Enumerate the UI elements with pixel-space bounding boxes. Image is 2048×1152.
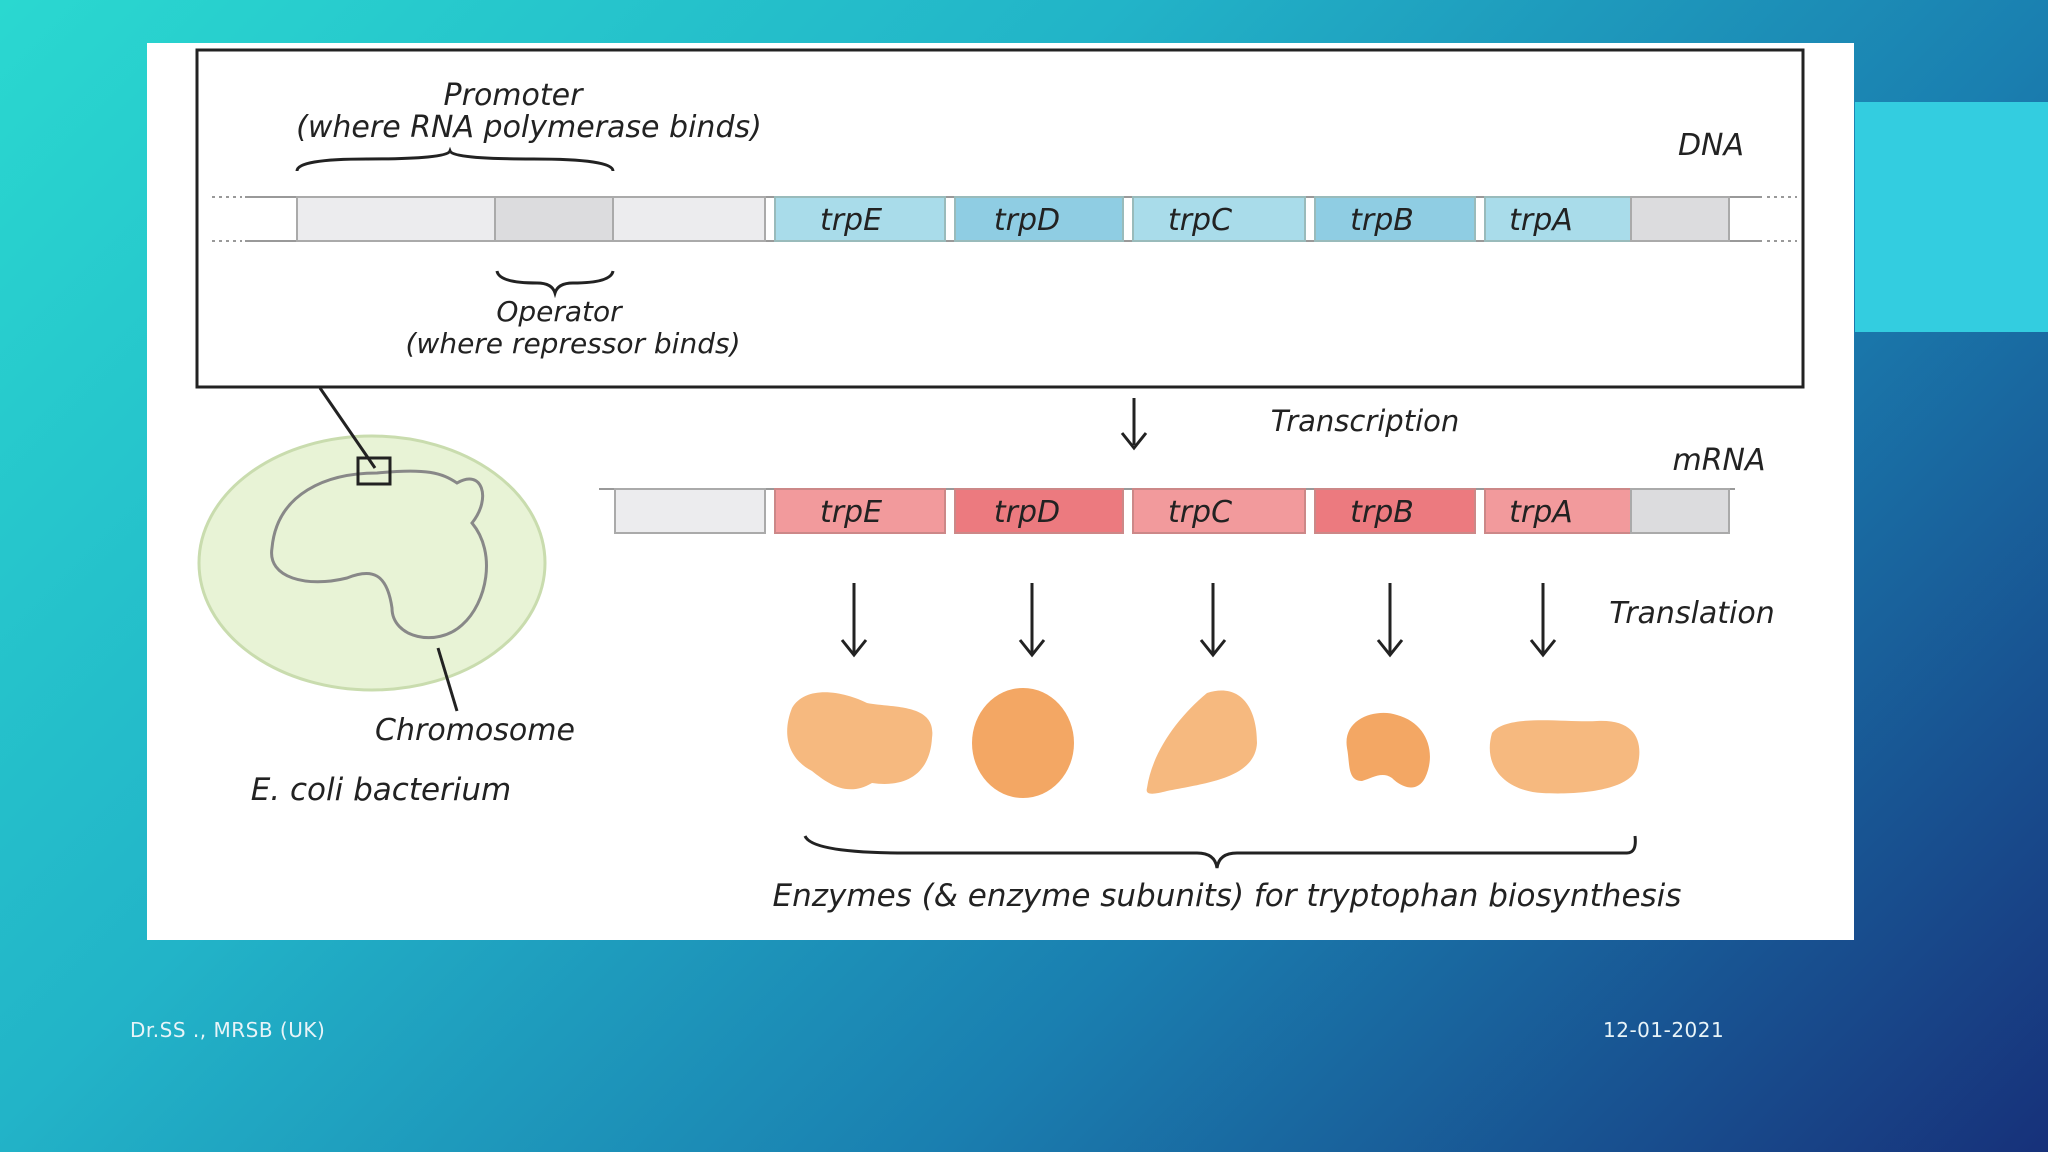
translation-arrowhead-trpE bbox=[840, 639, 868, 658]
translation-arrowhead-trpA bbox=[1529, 639, 1557, 658]
dna-leader-segment bbox=[612, 196, 766, 242]
dna-promoter-segment bbox=[296, 196, 496, 242]
zoom-pointer-line bbox=[318, 387, 377, 469]
dna-gene-trpC bbox=[1132, 196, 1306, 242]
operator-label: Operator bbox=[496, 295, 623, 328]
dna-gene-trpB bbox=[1314, 196, 1476, 242]
slide-panel: Promoter (where RNA polymerase binds) DN… bbox=[147, 43, 1854, 940]
mrna-gene-trpC bbox=[1132, 488, 1306, 534]
mrna-gene-label-trpB: trpB bbox=[1350, 495, 1414, 530]
enzyme-trpC bbox=[1146, 690, 1257, 794]
mrna-gene-trpD bbox=[954, 488, 1124, 534]
operator-note: (where repressor binds) bbox=[406, 327, 741, 360]
operator-brace bbox=[495, 270, 615, 299]
mrna-gene-label-trpE: trpE bbox=[820, 495, 882, 530]
translation-arrowhead-trpD bbox=[1018, 639, 1046, 658]
promoter-label: Promoter bbox=[444, 78, 585, 113]
dna-gene-label-trpB: trpB bbox=[1350, 203, 1414, 238]
zoom-region-box bbox=[356, 456, 392, 486]
translation-label: Translation bbox=[1609, 596, 1775, 631]
footer-date: 12-01-2021 bbox=[1603, 1018, 1725, 1042]
enzymes-label: Enzymes (& enzyme subunits) for tryptoph… bbox=[773, 878, 1682, 914]
dna-gene-label-trpD: trpD bbox=[994, 203, 1060, 238]
dna-box bbox=[195, 48, 1805, 389]
mrna-trailer-segment bbox=[1630, 488, 1730, 534]
mrna-gene-label-trpC: trpC bbox=[1168, 495, 1232, 530]
enzyme-trpB bbox=[1346, 712, 1430, 788]
mrna-label: mRNA bbox=[1672, 443, 1765, 478]
mrna-gene-trpB bbox=[1314, 488, 1476, 534]
dna-gene-trpE bbox=[774, 196, 946, 242]
dna-gene-label-trpC: trpC bbox=[1168, 203, 1232, 238]
mrna-leader-segment bbox=[614, 488, 766, 534]
accent-block bbox=[1855, 102, 2048, 332]
mrna-gene-label-trpA: trpA bbox=[1509, 495, 1573, 530]
transcription-label: Transcription bbox=[1271, 404, 1460, 438]
chromosome-label: Chromosome bbox=[375, 713, 575, 748]
enzyme-trpA bbox=[1489, 720, 1640, 794]
dna-label: DNA bbox=[1678, 128, 1744, 163]
dna-gene-trpD bbox=[954, 196, 1124, 242]
translation-arrowhead-trpB bbox=[1376, 639, 1404, 658]
dna-gene-label-trpE: trpE bbox=[820, 203, 882, 238]
mrna-gene-label-trpD: trpD bbox=[994, 495, 1060, 530]
dna-terminator-segment bbox=[1630, 196, 1730, 242]
dna-operator-segment bbox=[494, 196, 614, 242]
footer-author: Dr.SS ., MRSB (UK) bbox=[130, 1018, 326, 1042]
promoter-note: (where RNA polymerase binds) bbox=[296, 110, 762, 145]
dna-gene-label-trpA: trpA bbox=[1509, 203, 1573, 238]
chromosome-pointer-line bbox=[436, 647, 459, 712]
enzymes-brace bbox=[803, 835, 1637, 869]
dna-gene-trpA bbox=[1484, 196, 1632, 242]
enzyme-trpE bbox=[787, 692, 933, 790]
bacterium-label: E. coli bacterium bbox=[251, 772, 512, 808]
mrna-gene-trpE bbox=[774, 488, 946, 534]
transcription-arrowhead bbox=[1120, 432, 1148, 451]
translation-arrowhead-trpC bbox=[1199, 639, 1227, 658]
trp-operon-diagram: Promoter (where RNA polymerase binds) DN… bbox=[195, 48, 1805, 914]
promoter-brace bbox=[295, 146, 615, 172]
chromosome-loop bbox=[270, 469, 488, 640]
translation-arrows bbox=[840, 583, 1557, 658]
enzyme-trpD bbox=[972, 688, 1074, 798]
